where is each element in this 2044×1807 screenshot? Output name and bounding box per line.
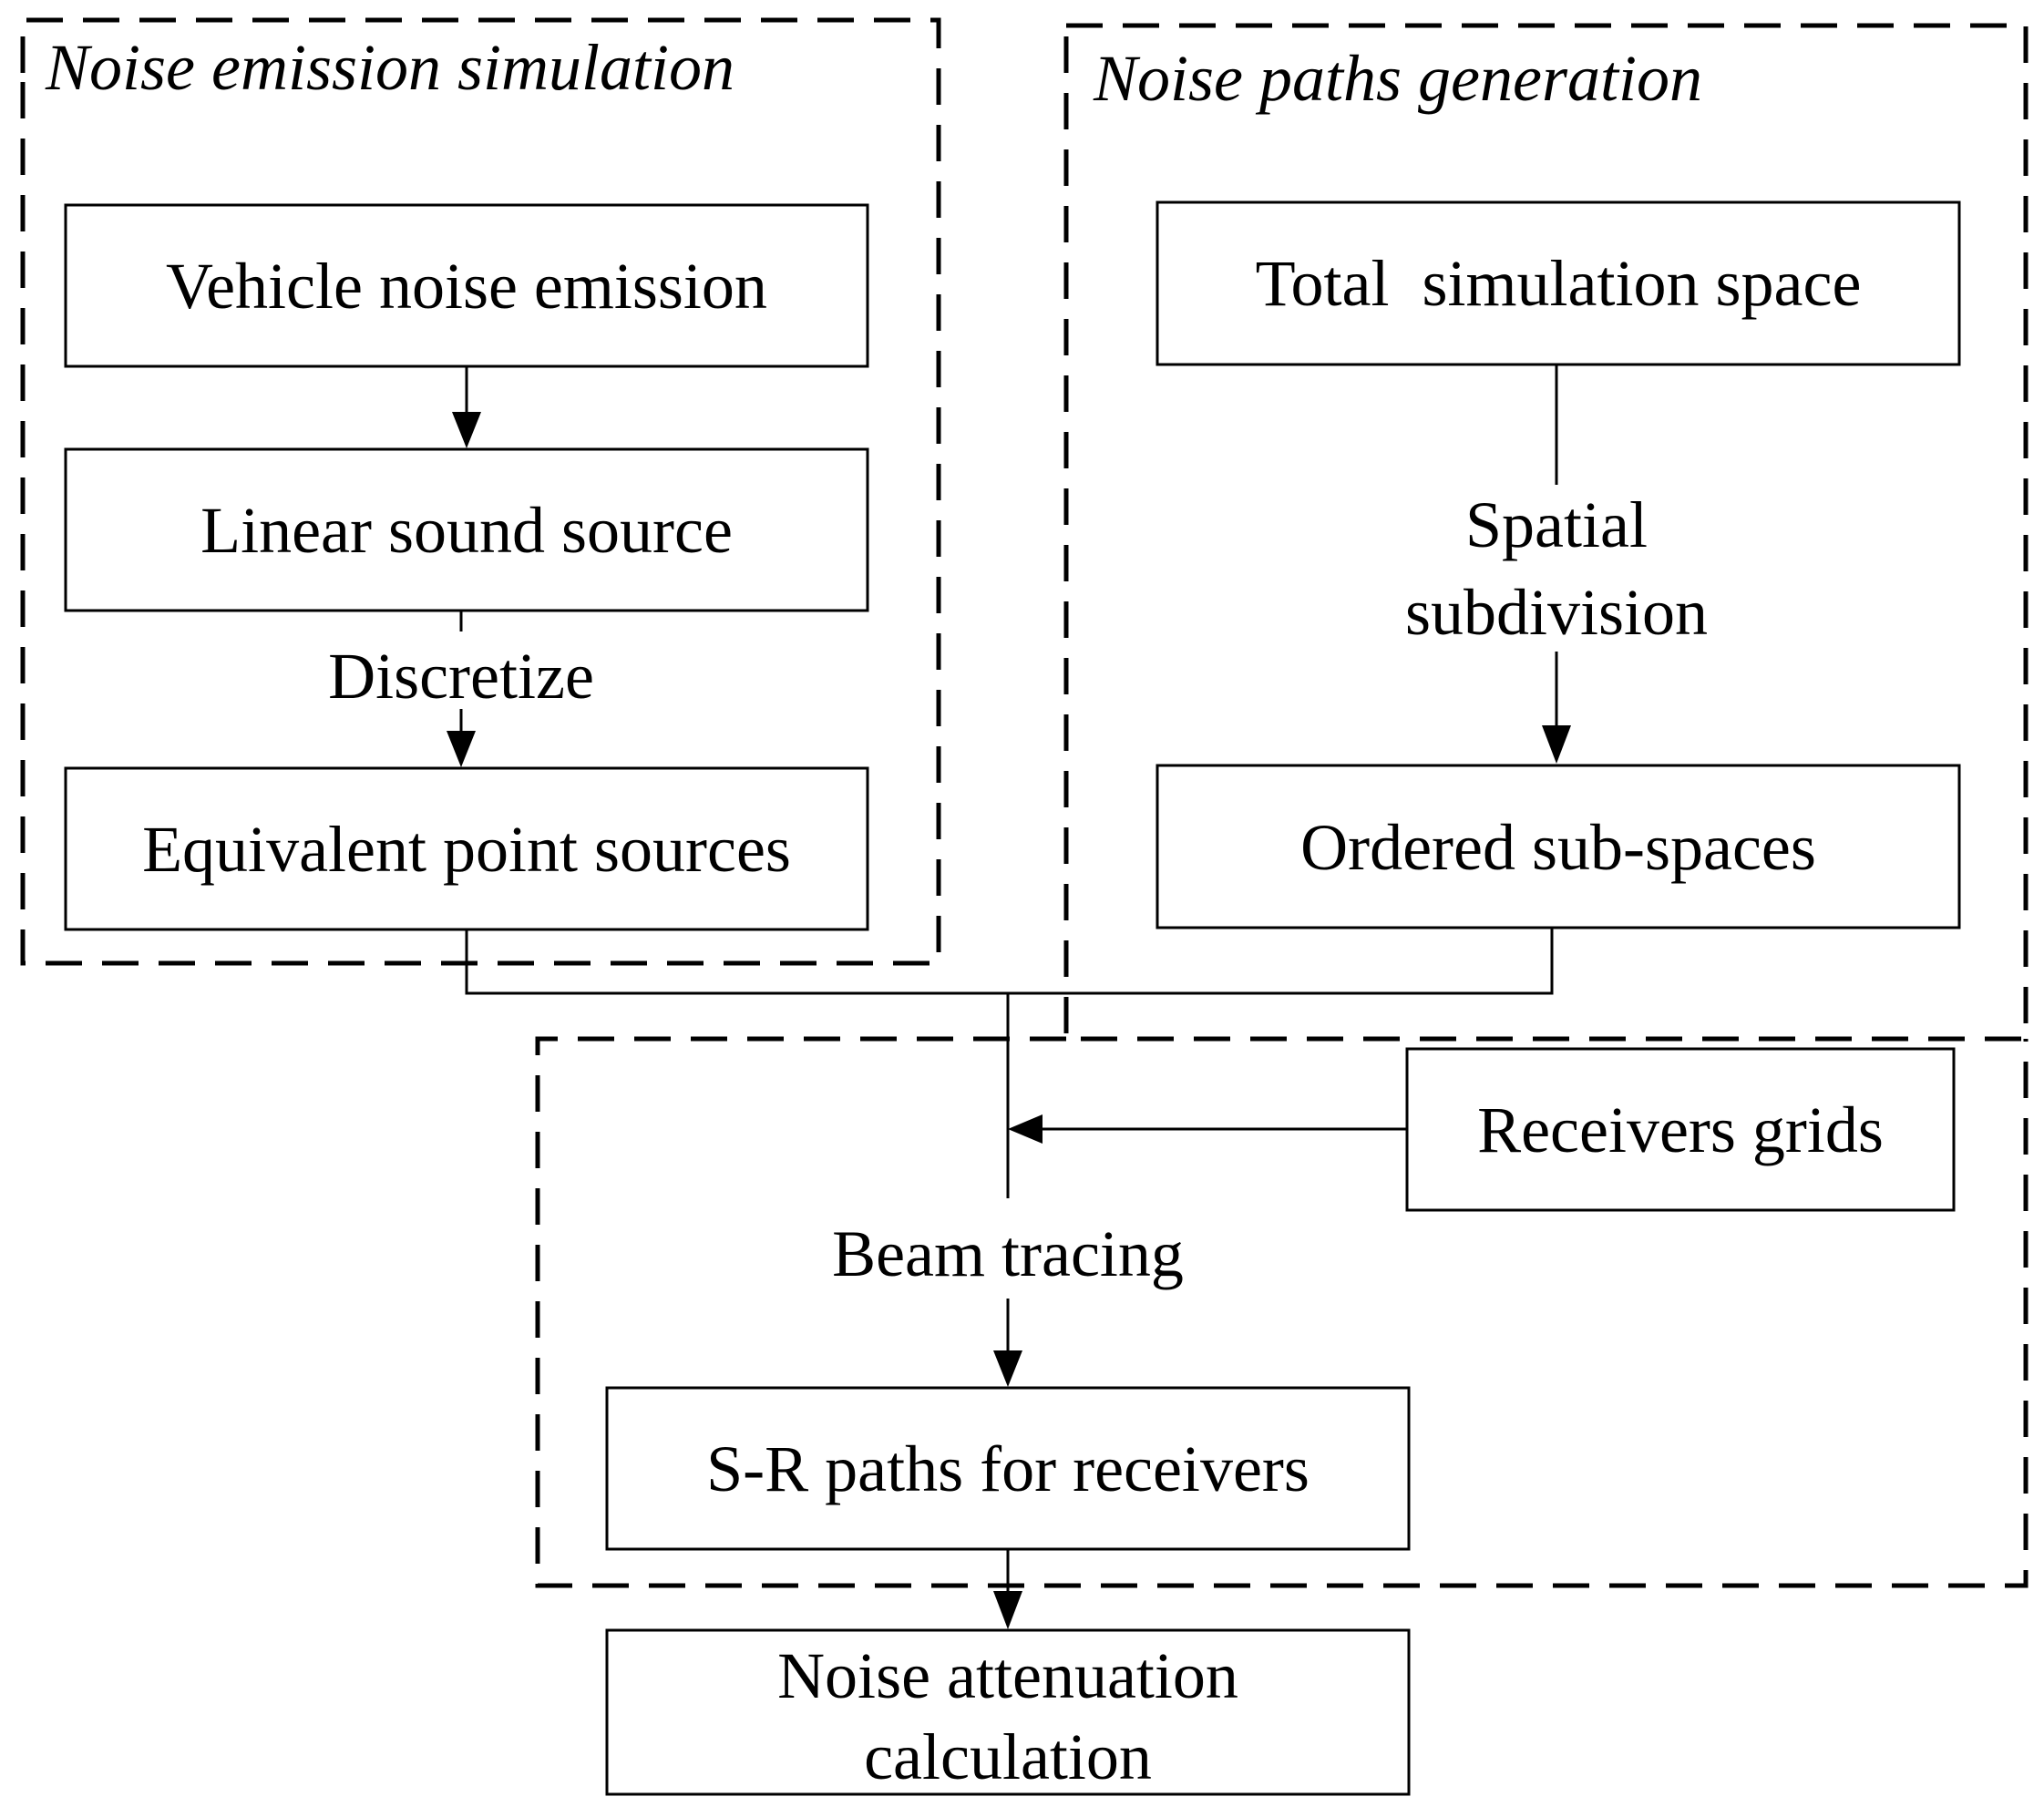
spatial-subdivision-label-line1: Spatial: [1465, 488, 1648, 561]
total-simulation-space-label: Total simulation space: [1256, 247, 1862, 320]
linear-sound-source-label: Linear sound source: [200, 494, 733, 567]
emission-group-title: Noise emission simulation: [45, 31, 734, 104]
noise-attenuation-label-line1: Noise attenuation: [777, 1639, 1238, 1712]
noise-attenuation-box: [605, 1628, 1411, 1796]
sr-paths-box: [605, 1386, 1411, 1551]
arrowhead-sr: [993, 1350, 1022, 1387]
total-simulation-space-box: [1156, 200, 1961, 366]
beam-tracing-label: Beam tracing: [832, 1217, 1184, 1290]
paths-group-title: Noise paths generation: [1093, 42, 1702, 115]
ordered-sub-spaces-label: Ordered sub-spaces: [1300, 811, 1816, 884]
arrowhead-linear: [452, 412, 481, 448]
ordered-sub-spaces-box: [1156, 764, 1961, 929]
noise-attenuation-label-line2: calculation: [864, 1720, 1152, 1793]
sr-paths-label: S-R paths for receivers: [706, 1432, 1310, 1505]
arrowhead-ordered: [1542, 725, 1571, 764]
emission-group-border: [20, 17, 941, 966]
vehicle-noise-emission-box: [64, 203, 869, 368]
vehicle-noise-emission-label: Vehicle noise emission: [166, 250, 767, 323]
paths-group-border: [1063, 23, 2029, 1042]
receivers-grids-label: Receivers grids: [1477, 1093, 1884, 1166]
linear-sound-source-box: [64, 447, 869, 612]
receivers-grids-box: [1405, 1047, 1956, 1212]
connector-ordered-merge: [1008, 928, 1554, 995]
connector-equivalent-merge: [465, 929, 1008, 995]
arrowhead-attenuation: [993, 1591, 1022, 1629]
discretize-label: Discretize: [328, 640, 594, 713]
arrowhead-equivalent: [447, 731, 476, 767]
beam-group-border: [535, 1036, 2029, 1588]
spatial-subdivision-label-line2: subdivision: [1405, 576, 1708, 649]
equivalent-point-sources-label: Equivalent point sources: [142, 813, 791, 886]
arrowhead-receivers: [1008, 1114, 1043, 1144]
equivalent-point-sources-box: [64, 766, 869, 931]
